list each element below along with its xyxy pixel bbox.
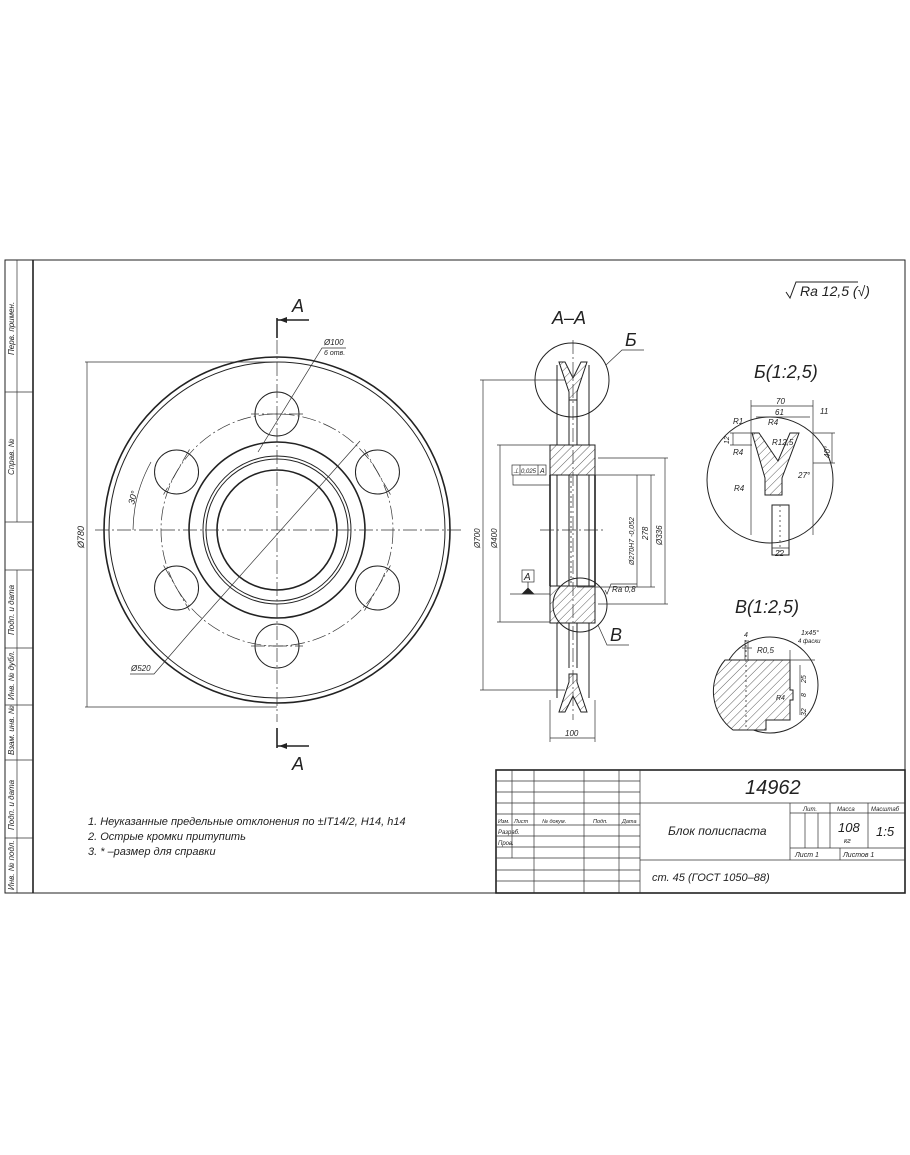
role-label: Пров.	[498, 841, 514, 847]
dim-hole-count: 6 отв.	[324, 350, 345, 357]
tolerance-datum: А	[539, 468, 545, 475]
material: ст. 45 (ГОСТ 1050–88)	[652, 872, 770, 884]
dim-bolt-circle: Ø520	[130, 664, 151, 673]
section-view: А–А Б В Ø700 Ø400 Ø270H7 -0,052 278 Ø336…	[473, 308, 668, 742]
hole-centerline	[364, 565, 391, 611]
dim-angle: 30°	[126, 489, 139, 505]
dim-outer-diameter: Ø780	[76, 526, 86, 549]
tolerance-value: 0,025	[521, 469, 537, 475]
cut-label-bottom: А	[291, 754, 304, 774]
strip-label: Справ. №	[7, 438, 16, 475]
note: 1. Неуказанные предельные отклонения по …	[88, 816, 406, 828]
dim-700: Ø700	[473, 528, 482, 549]
dim-hole-diameter: Ø100	[323, 338, 344, 347]
detail-v-dim: R0,5	[757, 646, 774, 655]
detail-b-reference: Б	[625, 330, 637, 350]
dim-336: Ø336	[655, 525, 664, 546]
mass-value: 108	[838, 820, 860, 835]
tolerance-symbol: ⊥	[513, 468, 519, 475]
rev-header: Изм.	[498, 819, 510, 825]
detail-v-dim: 8	[801, 693, 808, 697]
part-name: Блок полиспаста	[668, 824, 767, 838]
strip-label: Перв. примен.	[7, 302, 16, 355]
detail-b-dim: R4	[734, 484, 745, 493]
detail-v-dim: 32	[801, 708, 808, 716]
detail-v-view: В(1:2,5) 4 R0,5 1x45° 4 фаски 25 8 32 R4	[712, 597, 821, 734]
roughness-text: Ra 12,5 (√)	[800, 283, 870, 299]
detail-v-title: В(1:2,5)	[735, 597, 799, 617]
hole-centerline	[364, 449, 391, 495]
detail-v-dim: 4	[744, 632, 748, 639]
bolt-hole	[154, 449, 200, 495]
detail-b-dim: R4	[733, 448, 744, 457]
lit-header: Лит.	[802, 807, 817, 813]
detail-b-dim: R1	[733, 417, 743, 426]
mass-unit: кг	[844, 838, 851, 845]
rev-header: Дата	[621, 819, 637, 825]
role-label: Разраб.	[498, 830, 520, 836]
detail-b-title: Б(1:2,5)	[754, 362, 818, 382]
detail-b-dim: 70	[776, 397, 785, 406]
detail-b-dim: R12,5	[772, 438, 794, 447]
scale-header: Масштаб	[871, 807, 900, 813]
detail-b-dim: R4	[768, 418, 779, 427]
detail-b-dim: 22	[774, 549, 784, 558]
detail-v-dim: R4	[776, 695, 785, 702]
detail-b-dim: 27°	[797, 471, 811, 480]
bolt-hole	[354, 565, 400, 611]
hole-centerline	[163, 565, 190, 611]
front-view: А А Ø780 Ø100 6 отв. Ø520 30°	[76, 296, 462, 774]
section-title: А–А	[551, 308, 586, 328]
dim-bore: Ø270H7 -0,052	[629, 517, 636, 566]
strip-label: Подп. и дата	[7, 779, 16, 830]
scale-value: 1:5	[876, 824, 895, 839]
detail-v-reference: В	[610, 625, 622, 645]
strip-label: Инв. № подл.	[7, 840, 16, 890]
note: 3. * –размер для справки	[88, 846, 216, 858]
dim-278: 278	[641, 526, 650, 541]
cut-label-top: А	[291, 296, 304, 316]
datum-label: А	[523, 572, 531, 583]
rev-header: № докум.	[542, 819, 566, 825]
general-roughness: Ra 12,5 (√)	[785, 281, 870, 300]
detail-b-dim: 12	[724, 436, 731, 444]
document-number: 14962	[745, 777, 801, 799]
rev-header: Подп.	[593, 819, 608, 825]
title-block: 14962 Блок полиспаста ст. 45 (ГОСТ 1050–…	[495, 769, 906, 894]
detail-v-dim: 4 фаски	[798, 639, 821, 645]
technical-notes: 1. Неуказанные предельные отклонения по …	[87, 816, 406, 858]
bolt-hole	[354, 449, 400, 495]
rev-header: Лист	[513, 819, 529, 825]
sheet-count: Листов 1	[842, 852, 874, 859]
drawing-frame	[4, 259, 906, 894]
detail-b-dim: 40°	[823, 445, 832, 458]
bolt-hole	[154, 565, 200, 611]
side-strip-labels: Перв. примен. Справ. № Подп. и дата Инв.…	[7, 302, 16, 890]
detail-b-view: Б(1:2,5) 70 61 11 R1 R4 12 R4 R12,5 40° …	[706, 362, 835, 558]
detail-b-dim: 11	[820, 407, 828, 416]
strip-label: Взам. инв. №	[7, 705, 16, 755]
bore-roughness: Ra 0,8	[612, 585, 636, 594]
strip-label: Инв. № дубл.	[7, 651, 16, 700]
strip-label: Подп. и дата	[7, 584, 16, 635]
hole-centerline	[163, 449, 190, 495]
note: 2. Острые кромки притупить	[87, 831, 246, 843]
sheet-number: Лист 1	[794, 852, 819, 859]
detail-b-dim: 61	[775, 408, 784, 417]
detail-v-dim: 25	[801, 675, 808, 684]
mass-header: Масса	[837, 807, 855, 813]
dim-400: Ø400	[490, 528, 499, 549]
dim-width: 100	[565, 729, 579, 738]
detail-v-dim: 1x45°	[801, 629, 819, 637]
